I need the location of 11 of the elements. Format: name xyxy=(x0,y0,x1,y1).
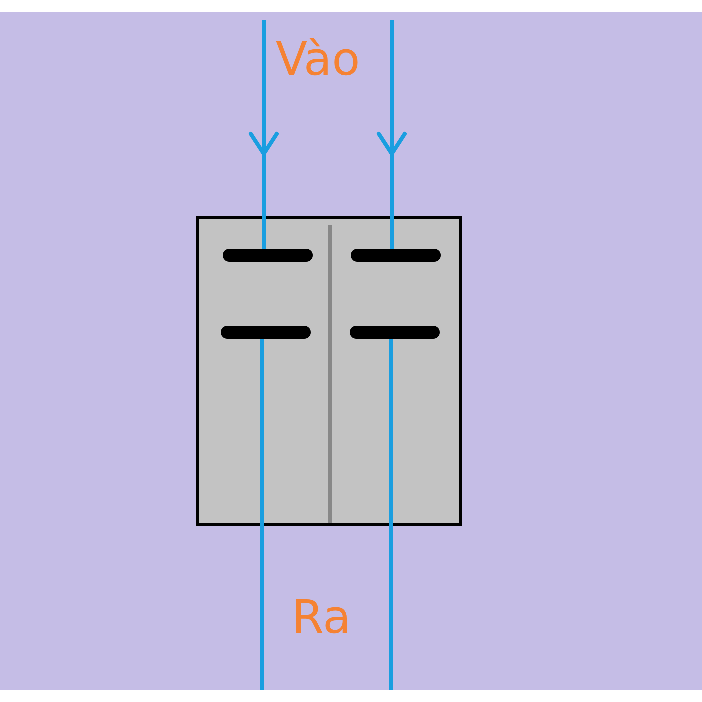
contact-bar xyxy=(223,249,313,262)
wire xyxy=(260,339,264,690)
terminal-label: Vào xyxy=(276,36,360,82)
contact-bar xyxy=(350,326,440,339)
contact-bar xyxy=(351,249,441,262)
arrow xyxy=(249,20,279,249)
contact-bar xyxy=(221,326,311,339)
terminal-label: Ra xyxy=(292,594,352,640)
wire xyxy=(389,339,393,690)
breaker-housing xyxy=(196,216,462,526)
arrow xyxy=(377,20,407,249)
